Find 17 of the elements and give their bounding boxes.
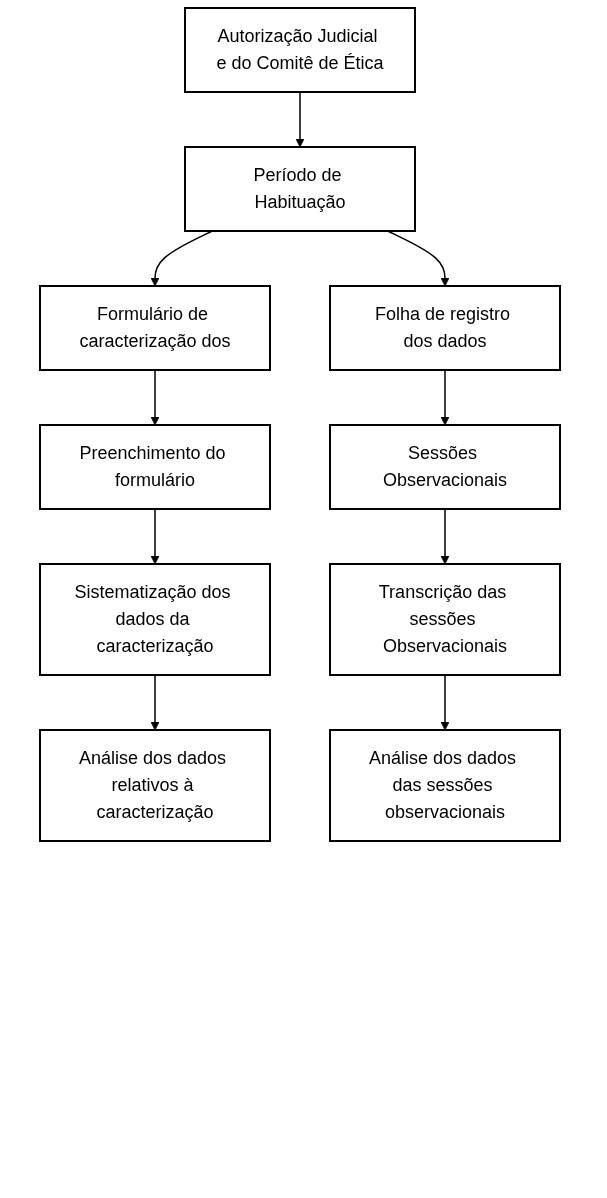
node-box: Período de Habituação xyxy=(184,146,416,232)
arrow xyxy=(440,508,450,565)
node-box: Folha de registro dos dados xyxy=(329,285,561,371)
arrow xyxy=(150,674,160,731)
node-box: Análise dos dados relativos à caracterização xyxy=(39,729,271,842)
node-box: Análise dos dados das sessões observacionais xyxy=(329,729,561,842)
arrow xyxy=(440,674,450,731)
node-box: Formulário de caracterização dos xyxy=(39,285,271,371)
arrow xyxy=(295,91,305,148)
arrow xyxy=(150,508,160,565)
node-box: Autorização Judicial e do Comitê de Ética xyxy=(184,7,416,93)
arrow xyxy=(150,369,160,426)
arrow xyxy=(440,369,450,426)
node-box: Sistematização dos dados da caracterização xyxy=(39,563,271,676)
node-box: Sessões Observacionais xyxy=(329,424,561,510)
node-box: Preenchimento do formulário xyxy=(39,424,271,510)
node-box: Transcrição das sessões Observacionais xyxy=(329,563,561,676)
